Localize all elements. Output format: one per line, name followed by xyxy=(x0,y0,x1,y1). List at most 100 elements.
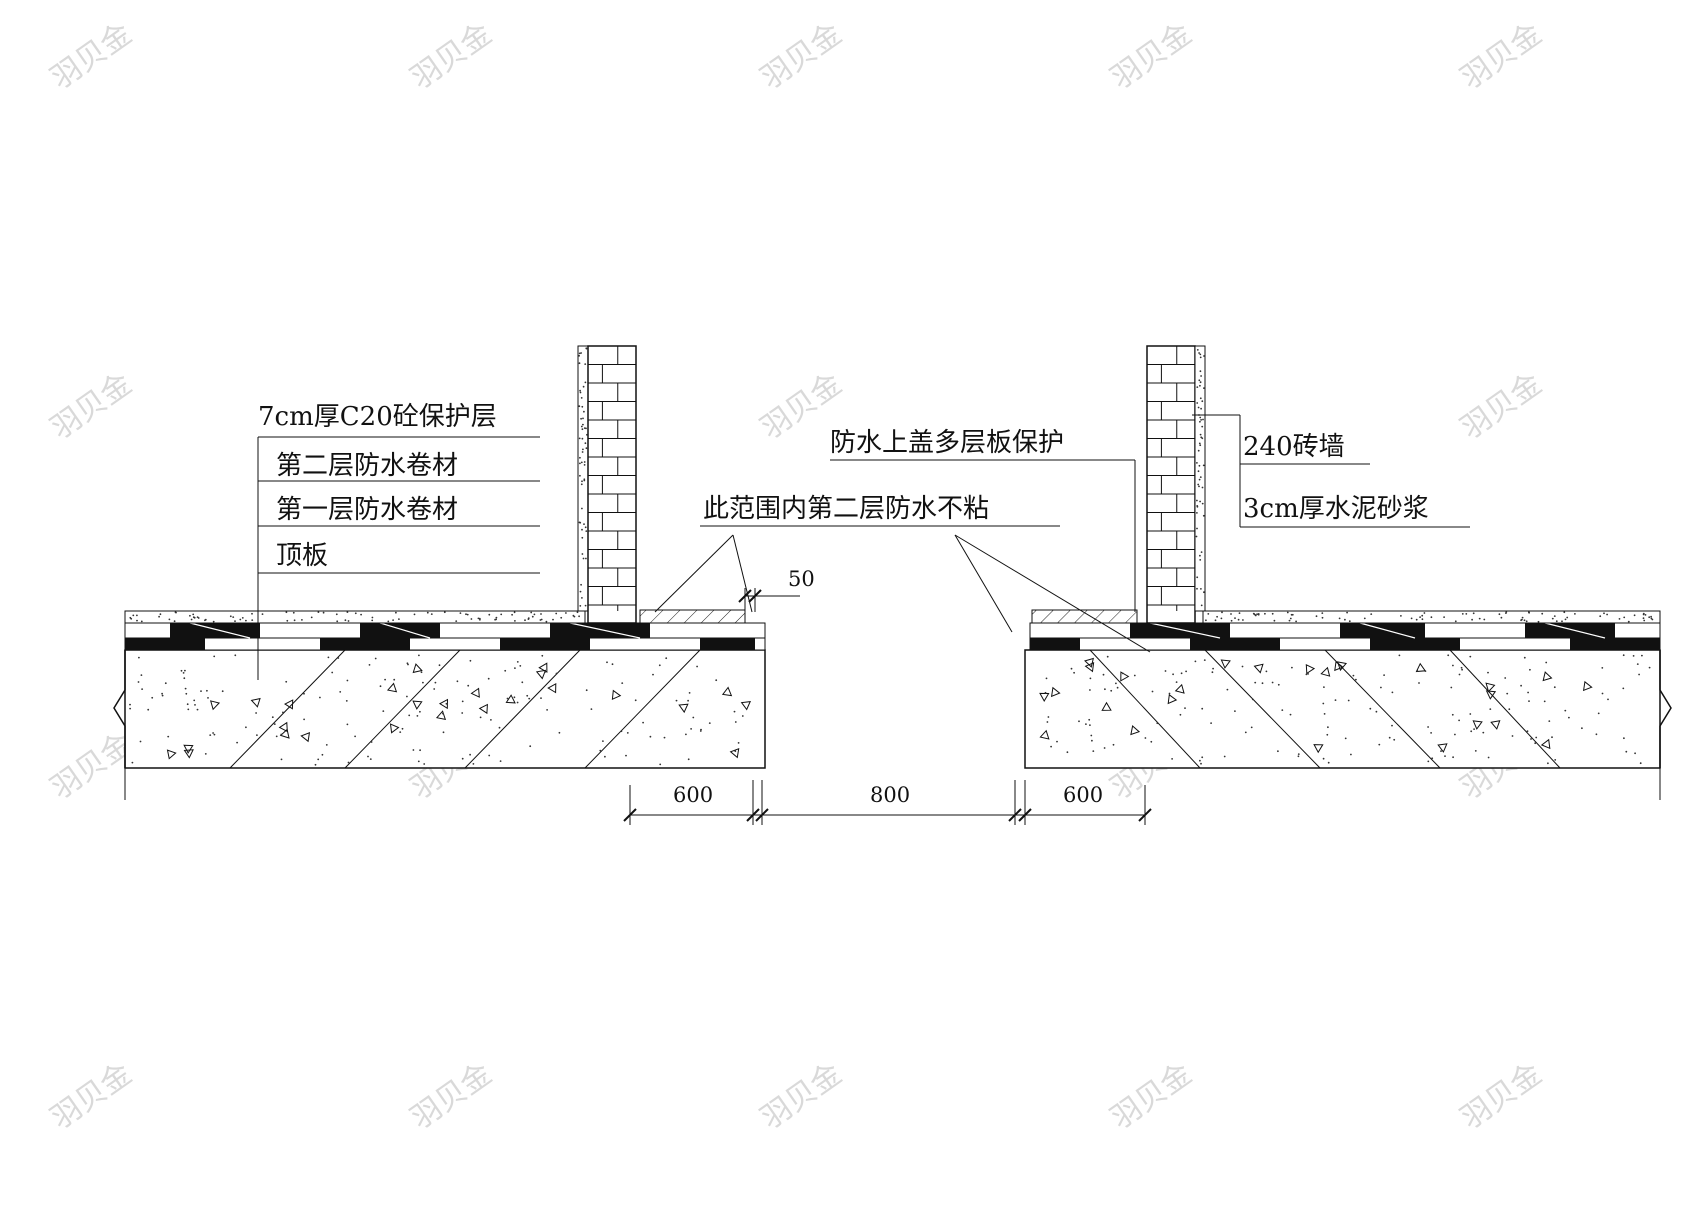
sand-dot xyxy=(1344,618,1346,621)
sand-dot xyxy=(469,753,471,756)
aggregate-mark xyxy=(1039,729,1050,740)
sand-dot xyxy=(336,620,339,623)
sand-dot xyxy=(412,749,415,751)
sand-dot xyxy=(1622,687,1625,690)
aggregate-mark xyxy=(1130,725,1141,736)
sand-dot xyxy=(1642,612,1645,615)
sand-dot xyxy=(1256,613,1258,616)
sand-dot xyxy=(275,735,278,738)
sand-dot xyxy=(1198,464,1201,467)
aggregate-mark xyxy=(538,662,548,673)
sand-dot xyxy=(506,697,509,700)
sand-dot xyxy=(1205,619,1207,622)
watermark-text: 羽贝金 xyxy=(1455,366,1549,446)
aggregate-mark xyxy=(547,682,557,694)
sand-dot xyxy=(1201,502,1204,505)
sand-dot xyxy=(1369,707,1372,710)
sand-dot xyxy=(392,619,394,621)
sand-dot xyxy=(585,557,587,560)
aggregate-mark xyxy=(505,694,516,704)
sand-dot xyxy=(1607,698,1609,701)
aggregate-mark xyxy=(1253,663,1264,674)
sand-dot xyxy=(193,699,196,702)
sand-dot xyxy=(573,615,576,618)
sand-dot xyxy=(438,664,441,667)
watermark-text: 羽贝金 xyxy=(1105,1056,1199,1136)
sand-dot xyxy=(1199,444,1202,447)
sand-dot xyxy=(1581,727,1583,730)
label-brick-wall: 240砖墙 xyxy=(1243,432,1345,462)
sand-dot xyxy=(1291,666,1293,669)
sand-dot xyxy=(581,451,584,453)
sand-dot xyxy=(137,681,140,683)
sand-dot xyxy=(1201,707,1204,710)
left-break-line xyxy=(113,650,126,768)
sand-dot xyxy=(374,657,377,660)
sand-dot xyxy=(1370,613,1373,615)
sand-dot xyxy=(1289,617,1292,620)
watermark-text: 羽贝金 xyxy=(755,16,849,96)
sand-dot xyxy=(1066,751,1069,754)
sand-dot xyxy=(1223,755,1226,758)
sand-dot xyxy=(1305,673,1308,676)
sand-dot xyxy=(498,726,501,729)
sand-dot xyxy=(580,397,583,399)
sand-dot xyxy=(173,620,176,623)
sand-dot xyxy=(1551,736,1553,739)
sand-dot xyxy=(581,528,583,531)
sand-dot xyxy=(443,611,446,614)
sand-dot xyxy=(1564,709,1567,712)
sand-dot xyxy=(1334,699,1337,701)
sand-dot xyxy=(1201,400,1204,403)
sand-dot xyxy=(514,667,516,669)
sand-dot xyxy=(1625,750,1628,753)
sand-dot xyxy=(544,671,546,673)
sand-dot xyxy=(1144,737,1147,739)
sand-dot xyxy=(455,620,458,622)
sand-dot xyxy=(511,613,513,616)
sand-dot xyxy=(212,732,215,734)
sand-dot xyxy=(579,590,582,593)
sand-dot xyxy=(733,710,736,713)
sand-dot xyxy=(583,478,586,481)
sand-dot xyxy=(261,613,264,615)
right-brick-courses xyxy=(1147,346,1195,611)
aggregate-mark xyxy=(1101,701,1112,711)
sand-dot xyxy=(580,483,583,486)
dim-middle-width: 800 xyxy=(870,783,910,807)
sand-dot xyxy=(1286,611,1289,614)
sand-dot xyxy=(131,761,134,764)
sand-dot xyxy=(741,715,744,717)
sand-dot xyxy=(161,694,164,697)
sand-dot xyxy=(734,750,737,753)
sand-dot xyxy=(1636,663,1639,665)
sand-dot xyxy=(1526,730,1529,733)
sand-dot xyxy=(369,758,372,760)
sand-dot xyxy=(580,352,582,354)
sand-dot xyxy=(1321,616,1324,619)
sand-dot xyxy=(184,669,186,672)
sand-dot xyxy=(1322,702,1325,705)
sand-dot xyxy=(1470,730,1473,733)
sand-dot xyxy=(580,583,582,586)
right-slab-diagonals xyxy=(1089,649,1561,769)
sand-dot xyxy=(1197,470,1200,473)
sand-dot xyxy=(1198,442,1201,445)
sand-dot xyxy=(1171,758,1173,760)
sand-dot xyxy=(715,679,718,682)
sand-dot xyxy=(488,754,491,757)
sand-dot xyxy=(1643,619,1646,622)
sand-dot xyxy=(602,740,604,742)
aggregate-mark xyxy=(279,728,290,739)
aggregate-mark xyxy=(1220,659,1231,669)
sand-dot xyxy=(140,674,143,676)
sand-dot xyxy=(1520,619,1522,622)
sand-dot xyxy=(1056,740,1058,743)
sand-dot xyxy=(1078,720,1080,723)
sand-dot xyxy=(286,619,289,622)
sand-dot xyxy=(1650,615,1652,618)
sand-dot xyxy=(1363,617,1366,620)
sand-dot xyxy=(1089,677,1092,680)
sand-dot xyxy=(1164,670,1167,672)
sand-dot xyxy=(606,661,608,664)
